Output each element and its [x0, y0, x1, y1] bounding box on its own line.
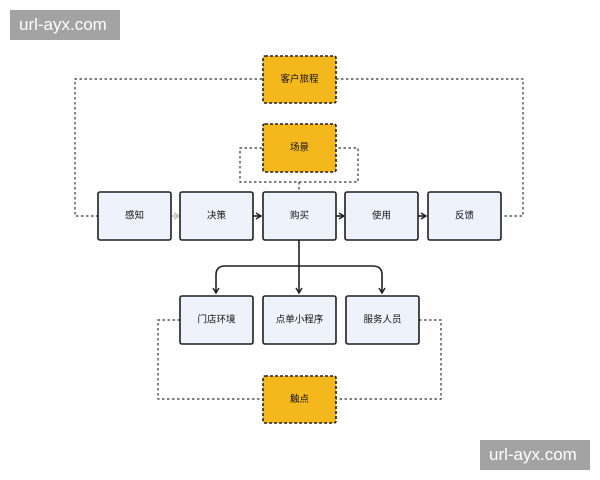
node-feedback: 反馈: [427, 191, 502, 241]
node-purchase: 购买: [262, 191, 337, 241]
branch-to-staff: [299, 265, 386, 295]
node-miniprogram: 点单小程序: [262, 295, 337, 345]
node-store-label: 门店环境: [197, 314, 236, 326]
branch-to-store: [212, 265, 299, 295]
node-scene: 场景: [262, 123, 337, 173]
node-use: 使用: [344, 191, 419, 241]
node-journey-label: 客户旅程: [280, 73, 319, 85]
watermark-top: url-ayx.com: [10, 10, 120, 40]
node-miniprogram-label: 点单小程序: [276, 314, 324, 326]
node-scene-label: 场景: [290, 143, 309, 154]
touchpoint-connector: [157, 319, 442, 400]
node-touchpoint-label: 触点: [290, 393, 310, 405]
node-decide-label: 决策: [207, 210, 227, 222]
node-use-label: 使用: [372, 210, 391, 222]
node-staff-label: 服务人员: [363, 314, 401, 326]
journey-connector: [74, 78, 524, 217]
node-touchpoint: 触点: [262, 375, 337, 424]
node-staff: 服务人员: [345, 295, 420, 345]
node-store: 门店环境: [179, 295, 254, 345]
node-purchase-label: 购买: [290, 210, 309, 222]
node-decide: 决策: [179, 191, 254, 241]
node-journey: 客户旅程: [262, 55, 337, 104]
node-feedback-label: 反馈: [455, 210, 475, 222]
node-perceive-label: 感知: [125, 210, 144, 222]
node-perceive: 感知: [97, 191, 172, 241]
watermark-bottom: url-ayx.com: [480, 440, 590, 470]
